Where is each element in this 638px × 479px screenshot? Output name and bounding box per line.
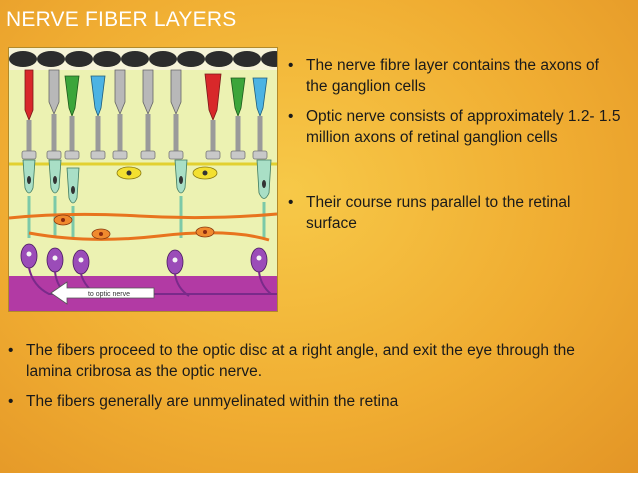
bipolar-nuclei	[27, 176, 266, 194]
synaptic-terminals	[21, 150, 268, 160]
bullet-nerve-fibre-layer: The nerve fibre layer contains the axons…	[284, 55, 624, 97]
bullet-optic-nerve-axons: Optic nerve consists of approximately 1.…	[284, 106, 624, 148]
pigment-cells	[9, 51, 277, 67]
optic-nerve-label: to optic nerve	[88, 291, 130, 298]
retina-diagram-svg: to optic nerve	[9, 48, 277, 311]
slide-title: NERVE FIBER LAYERS	[6, 8, 237, 31]
amacrine-nuclei	[61, 218, 207, 236]
ganglion-nuclei	[26, 251, 262, 263]
bullet-unmyelinated: The fibers generally are unmyelinated wi…	[4, 391, 624, 412]
retina-diagram: to optic nerve	[8, 47, 278, 312]
right-bullet-list: The nerve fibre layer contains the axons…	[284, 55, 624, 234]
bullet-course-parallel: Their course runs parallel to the retina…	[284, 192, 624, 234]
photoreceptors	[24, 69, 268, 122]
optic-nerve-arrow	[50, 281, 155, 305]
photoreceptor-stalks	[26, 114, 263, 153]
amacrine-fibers	[9, 212, 277, 242]
bottom-bullet-list: The fibers proceed to the optic disc at …	[4, 340, 624, 412]
slide-bottom-strip	[0, 473, 638, 479]
bullet-optic-disc: The fibers proceed to the optic disc at …	[4, 340, 624, 382]
